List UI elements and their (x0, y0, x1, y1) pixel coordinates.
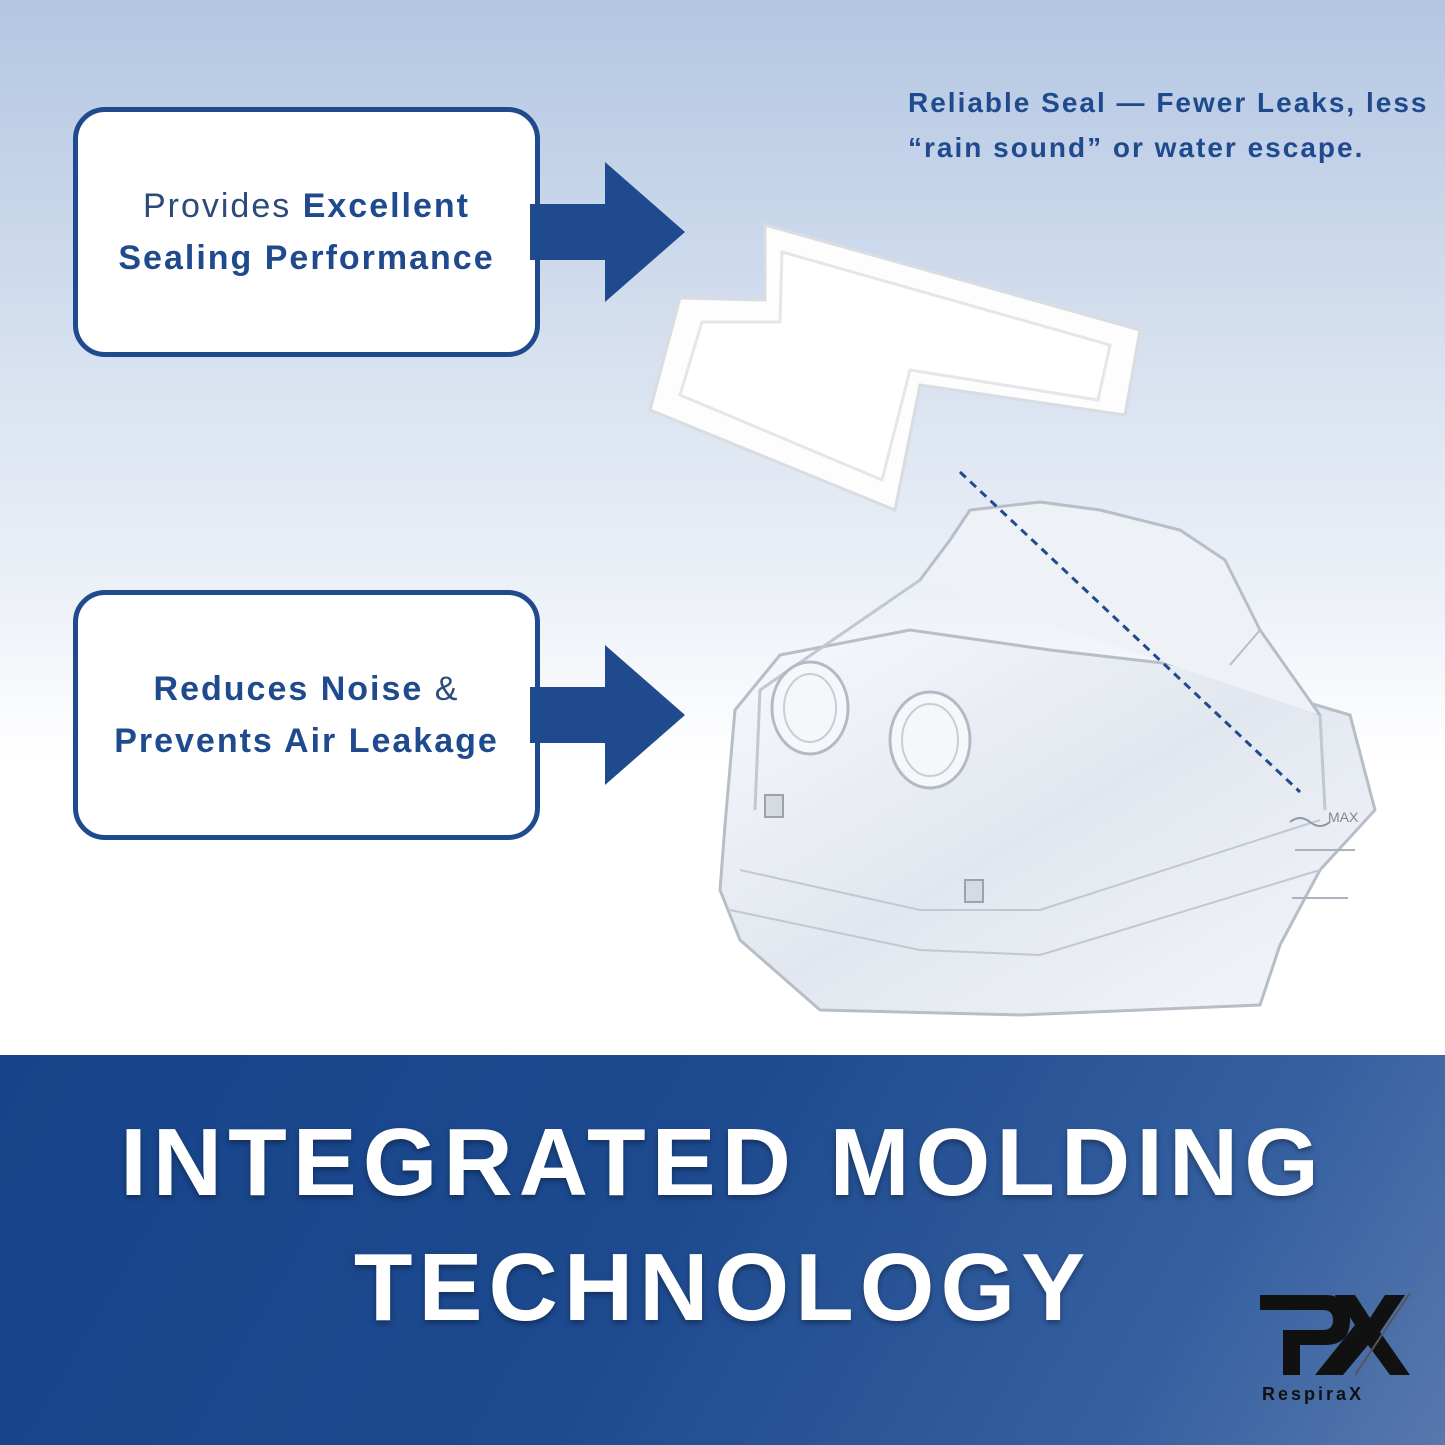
callout-noise-text: Reduces Noise & Prevents Air Leakage (78, 663, 535, 767)
callout-noise-bold: Reduces Noise (153, 670, 435, 708)
callout-noise-bold-2: Prevents Air Leakage (114, 722, 499, 760)
headline-line-1: INTEGRATED MOLDING (120, 1109, 1325, 1216)
arrow-right-icon (530, 162, 685, 302)
callout-noise: Reduces Noise & Prevents Air Leakage (73, 590, 540, 840)
arrow-right-icon (530, 645, 685, 785)
max-fill-label: MAX (1328, 809, 1359, 825)
seal-gasket (648, 223, 1142, 513)
water-chamber-illustration: MAX (648, 223, 1377, 1017)
alignment-dashed-line (958, 470, 1302, 794)
callout-sealing-prefix: Provides (142, 187, 303, 225)
seal-note: Reliable Seal — Fewer Leaks, less “rain … (908, 87, 1429, 163)
callout-sealing-text: Provides Excellent Sealing Performance (78, 180, 535, 284)
headline-line-2: TECHNOLOGY (353, 1234, 1092, 1341)
callout-sealing-bold: Excellent Sealing Performance (118, 187, 495, 277)
callout-sealing: Provides Excellent Sealing Performance (73, 107, 540, 357)
respirax-logo-icon (1260, 1292, 1411, 1376)
bottom-banner (0, 1055, 1445, 1445)
callout-noise-amp: & (434, 670, 460, 708)
brand-name: RespiraX (1262, 1384, 1365, 1404)
chamber-body: MAX (718, 500, 1377, 1017)
